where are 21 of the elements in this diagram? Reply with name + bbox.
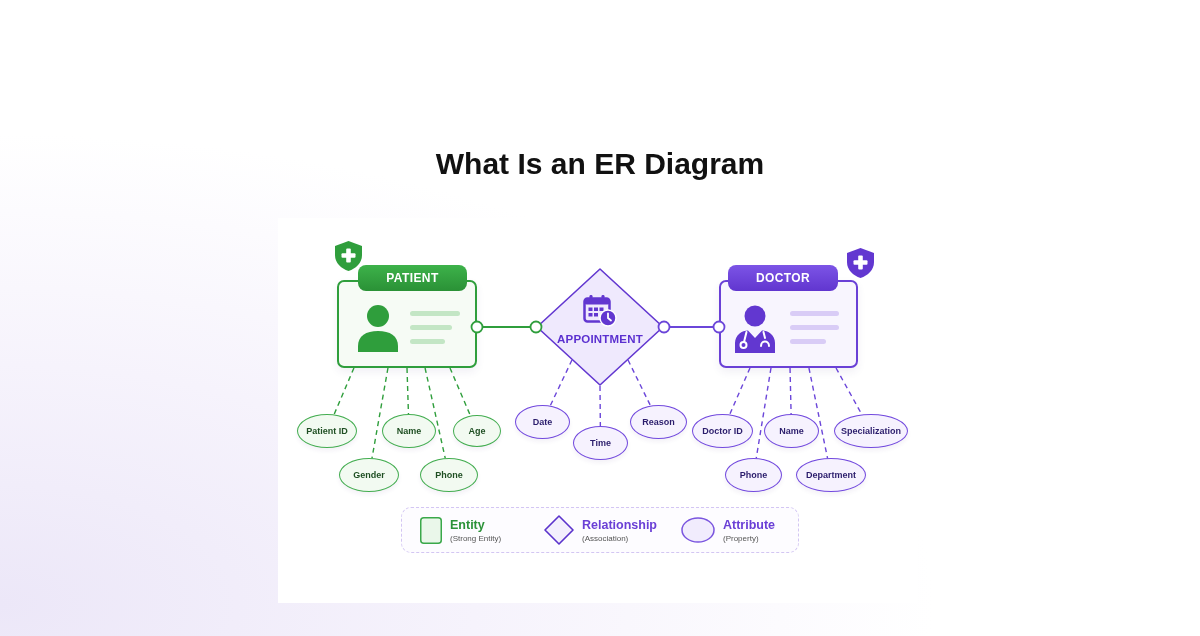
- legend-text: Attribute (Property): [723, 516, 776, 544]
- legend-text: Relationship (Association): [582, 516, 657, 544]
- entity-header: DOCTOR: [728, 265, 838, 291]
- dashed-connector: [729, 367, 751, 416]
- dashed-connector: [808, 367, 829, 459]
- dashed-connector: [627, 359, 652, 407]
- legend-text: Entity (Strong Entity): [450, 516, 502, 544]
- diagram-title: What Is an ER Diagram: [434, 146, 766, 182]
- dashed-connector: [599, 385, 602, 427]
- dashed-connector: [549, 359, 573, 407]
- dashed-connector: [333, 367, 355, 416]
- entity-header: PATIENT: [358, 265, 467, 291]
- dashed-connector: [755, 367, 772, 459]
- connector-line: [470, 320, 543, 334]
- relationship-name: APPOINTMENT: [556, 332, 644, 346]
- dashed-connector: [789, 367, 792, 415]
- dashed-connector: [371, 367, 389, 459]
- dashed-connector: [424, 367, 446, 459]
- dashed-connector: [449, 367, 472, 417]
- connector-line: [657, 320, 726, 334]
- dashed-connector: [406, 367, 410, 415]
